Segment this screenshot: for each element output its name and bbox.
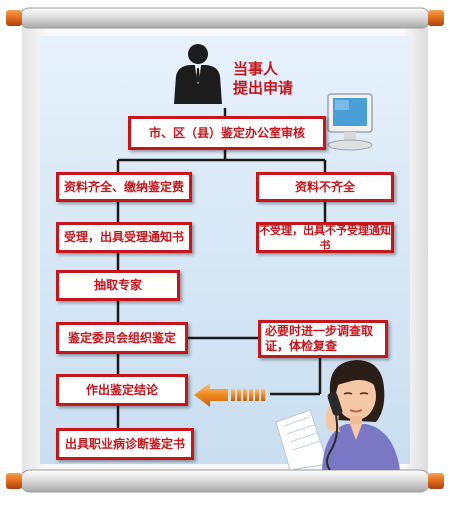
further-label: 必要时进一步调查取证，体检复查 — [265, 324, 374, 353]
further-box: 必要时进一步调查取证，体检复查 — [258, 320, 388, 358]
reject-box: 不受理，出具不予受理通知书 — [256, 222, 394, 253]
applicant-label-line1: 当事人 — [233, 60, 279, 78]
committee-box: 鉴定委员会组织鉴定 — [56, 322, 188, 354]
experts-label: 抽取专家 — [93, 278, 142, 292]
conclusion-label: 作出鉴定结论 — [85, 382, 158, 397]
conclusion-box: 作出鉴定结论 — [56, 374, 188, 406]
applicant-label: 当事人 提出申请 — [233, 60, 293, 98]
certificate-label: 出具职业病诊断鉴定书 — [64, 436, 185, 451]
accept-box: 受理，出具受理通知书 — [56, 222, 192, 253]
incomplete-box: 资料不齐全 — [256, 172, 394, 202]
orange-arrow-icon — [194, 383, 265, 407]
committee-label: 鉴定委员会组织鉴定 — [67, 330, 176, 345]
review-label: 市、区（县）鉴定办公室审核 — [148, 125, 305, 140]
review-box: 市、区（县）鉴定办公室审核 — [128, 116, 326, 150]
applicant-label-line2: 提出申请 — [233, 79, 294, 97]
reject-label: 不受理，出具不予受理通知书 — [259, 223, 391, 252]
person-icon — [174, 44, 222, 104]
experts-box: 抽取专家 — [56, 270, 180, 301]
accept-label: 受理，出具受理通知书 — [63, 230, 184, 244]
operator-woman-illustration — [275, 360, 400, 470]
computer-icon — [327, 93, 373, 151]
certificate-box: 出具职业病诊断鉴定书 — [56, 428, 194, 460]
complete-label: 资料齐全、缴纳鉴定费 — [63, 179, 184, 194]
complete-box: 资料齐全、缴纳鉴定费 — [56, 172, 192, 202]
incomplete-label: 资料不齐全 — [294, 179, 355, 194]
